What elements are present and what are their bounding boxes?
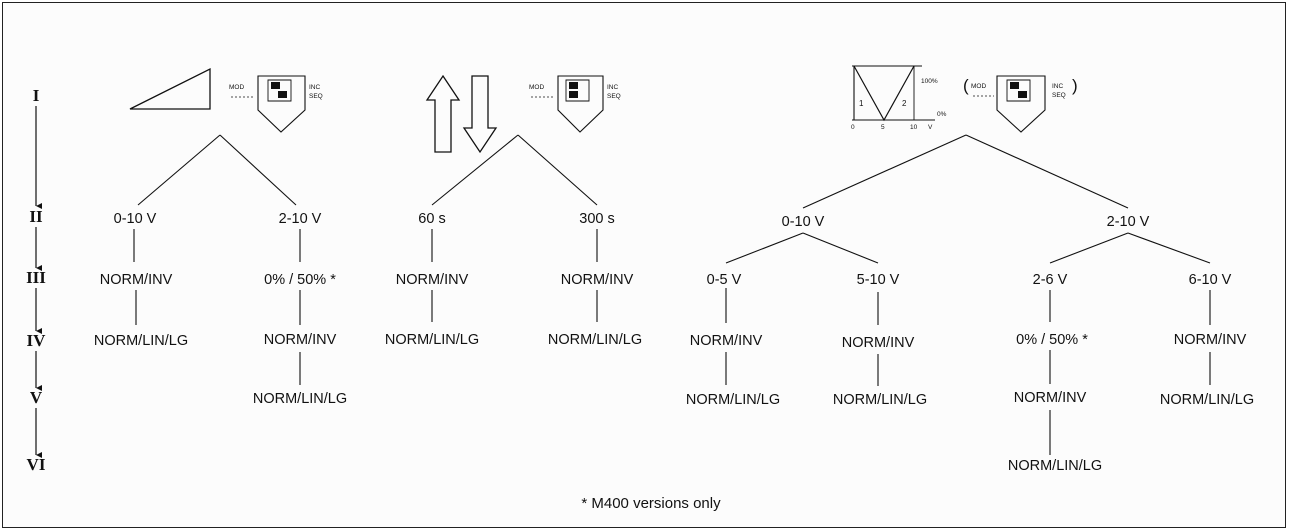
ramp-icon [130, 69, 210, 109]
node-2-6v: 2-6 V [1033, 272, 1068, 288]
level-label-2: II [29, 207, 43, 226]
switch-seq-label: SEQ [1052, 92, 1066, 99]
arrow-up-icon [427, 76, 459, 152]
graph-axis-v: V [928, 124, 933, 131]
dip-switch-icon: ( MOD INC SEQ ) [963, 76, 1078, 132]
ramp-group: MOD INC SEQ [130, 69, 323, 132]
switch-inc-label: INC [1052, 83, 1064, 90]
node-norm-lin-lg: NORM/LIN/LG [94, 333, 188, 349]
level-label-3: III [26, 268, 46, 287]
node-norm-lin-lg: NORM/LIN/LG [548, 332, 642, 348]
ramp-tree: 0-10 V NORM/INV NORM/LIN/LG 2-10 V 0% / … [94, 211, 347, 407]
node-norm-inv: NORM/INV [690, 333, 763, 349]
node-norm-lin-lg: NORM/LIN/LG [833, 392, 927, 408]
dip-switch-icon: MOD INC SEQ [529, 76, 621, 132]
level-axis: I II III IV V VI [26, 86, 46, 474]
node-norm-inv: NORM/INV [100, 272, 173, 288]
node-0-50pct: 0% / 50% * [264, 272, 336, 288]
switch-inc-label: INC [607, 84, 619, 91]
switch-seq-label: SEQ [607, 93, 621, 100]
level-label-1: I [33, 86, 40, 105]
graph-label-2: 2 [902, 99, 907, 108]
node-norm-inv: NORM/INV [1174, 332, 1247, 348]
node-2-10v: 2-10 V [1107, 214, 1150, 230]
switch-mod-label: MOD [529, 84, 544, 91]
graph-label-1: 1 [859, 99, 864, 108]
node-norm-lin-lg: NORM/LIN/LG [1160, 392, 1254, 408]
footnote: * M400 versions only [581, 495, 721, 512]
node-norm-lin-lg: NORM/LIN/LG [385, 332, 479, 348]
node-6-10v: 6-10 V [1189, 272, 1232, 288]
node-norm-inv: NORM/INV [396, 272, 469, 288]
node-0-10v: 0-10 V [114, 211, 157, 227]
node-norm-inv: NORM/INV [1014, 390, 1087, 406]
node-2-10v: 2-10 V [279, 211, 322, 227]
graph-tick-10: 10 [910, 124, 918, 131]
switch-seq-label: SEQ [309, 93, 323, 100]
timing-tree: 60 s NORM/INV NORM/LIN/LG 300 s NORM/INV… [385, 211, 642, 348]
level-label-5: V [30, 388, 43, 407]
node-norm-inv: NORM/INV [561, 272, 634, 288]
switch-inc-label: INC [309, 84, 321, 91]
paren-open: ( [963, 76, 969, 95]
switch-mod-label: MOD [229, 84, 244, 91]
graph-label-100pct: 100% [921, 78, 938, 85]
node-norm-inv: NORM/INV [264, 332, 337, 348]
tree-connectors [134, 135, 1210, 455]
node-norm-inv: NORM/INV [842, 335, 915, 351]
level-label-6: VI [27, 455, 46, 474]
sequence-graph-icon: 1 2 100% 0% 0 5 10 V [851, 66, 947, 131]
level-label-4: IV [27, 331, 47, 350]
node-norm-lin-lg: NORM/LIN/LG [686, 392, 780, 408]
graph-tick-0: 0 [851, 124, 855, 131]
graph-label-0pct: 0% [937, 111, 947, 118]
node-0-50pct: 0% / 50% * [1016, 332, 1088, 348]
node-0-5v: 0-5 V [707, 272, 742, 288]
node-300s: 300 s [579, 211, 614, 227]
node-norm-lin-lg: NORM/LIN/LG [253, 391, 347, 407]
node-0-10v: 0-10 V [782, 214, 825, 230]
node-norm-lin-lg: NORM/LIN/LG [1008, 458, 1102, 474]
node-60s: 60 s [418, 211, 445, 227]
timing-group: MOD INC SEQ [427, 76, 621, 152]
paren-close: ) [1072, 76, 1078, 95]
dip-switch-icon: MOD INC SEQ [229, 76, 323, 132]
graph-tick-5: 5 [881, 124, 885, 131]
switch-mod-label: MOD [971, 83, 986, 90]
sequence-group: 1 2 100% 0% 0 5 10 V ( MOD INC SEQ ) [851, 66, 1078, 132]
sequence-tree: 0-10 V 2-10 V 0-5 V NORM/INV NORM/LIN/LG… [686, 214, 1254, 474]
arrow-down-icon [464, 76, 496, 152]
node-5-10v: 5-10 V [857, 272, 900, 288]
